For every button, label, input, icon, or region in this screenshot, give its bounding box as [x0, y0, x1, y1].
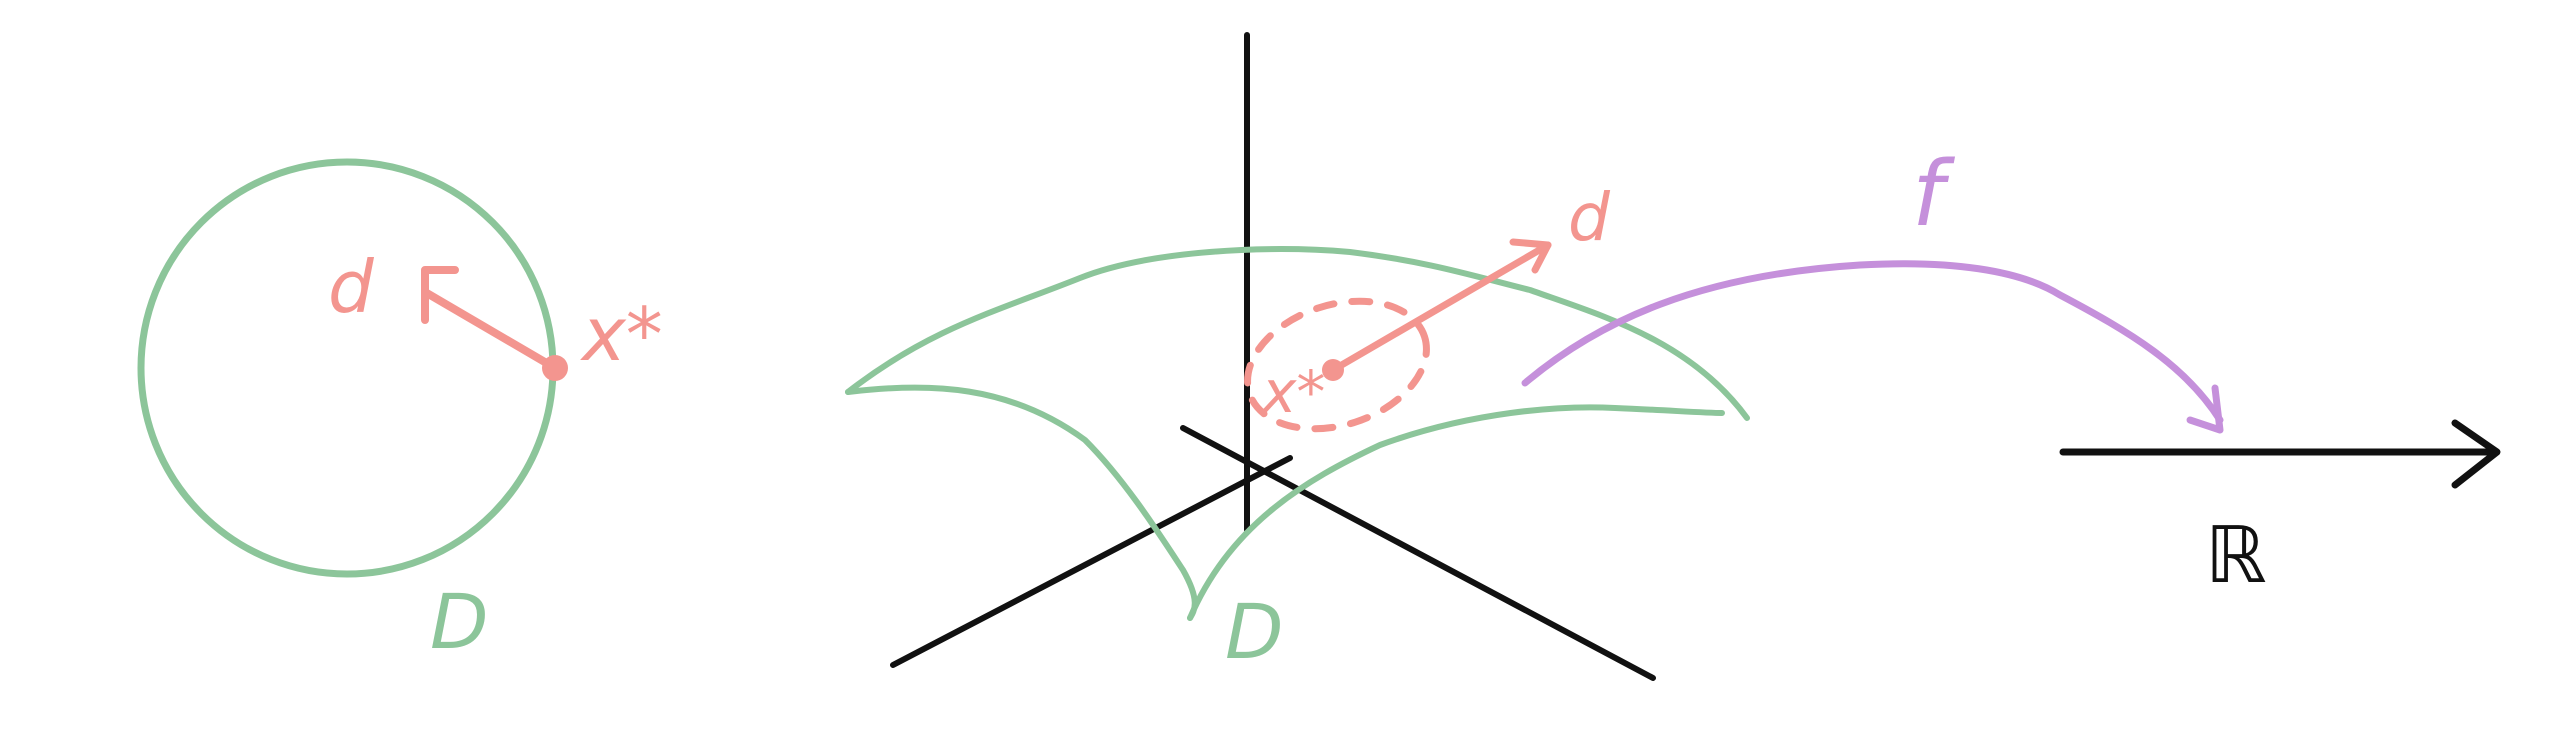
function-label: f	[1912, 142, 1956, 247]
function-arrow	[1521, 260, 2224, 424]
real-line-arrowhead	[2451, 419, 2501, 489]
domain-label: D	[430, 577, 489, 666]
direction-arrowhead	[421, 266, 459, 324]
middle-panel: x* d D	[845, 32, 1750, 681]
optimum-point	[1322, 359, 1344, 381]
direction-label: d	[1568, 179, 1611, 256]
domain-surface-front-right	[1187, 404, 1725, 621]
direction-label: d	[328, 245, 375, 329]
codomain-label: ℝ	[2205, 511, 2267, 599]
optimum-label: x*	[580, 292, 663, 378]
left-panel: d x* D	[137, 158, 663, 666]
domain-surface-top	[845, 246, 1750, 421]
direction-arrow-line	[421, 288, 559, 372]
mapping-panel: f ℝ	[1521, 142, 2501, 599]
y-axis	[890, 455, 1293, 668]
domain-surface-front-left	[845, 384, 1198, 621]
optimum-label: x*	[1260, 358, 1325, 426]
domain-circle	[137, 158, 557, 578]
domain-label: D	[1225, 587, 1284, 676]
function-arrowhead	[2186, 384, 2224, 434]
direction-arrow-line	[1329, 241, 1552, 374]
optimum-point	[542, 355, 568, 381]
direction-arrowhead	[1509, 238, 1552, 274]
neighborhood-ellipse	[1244, 297, 1430, 433]
